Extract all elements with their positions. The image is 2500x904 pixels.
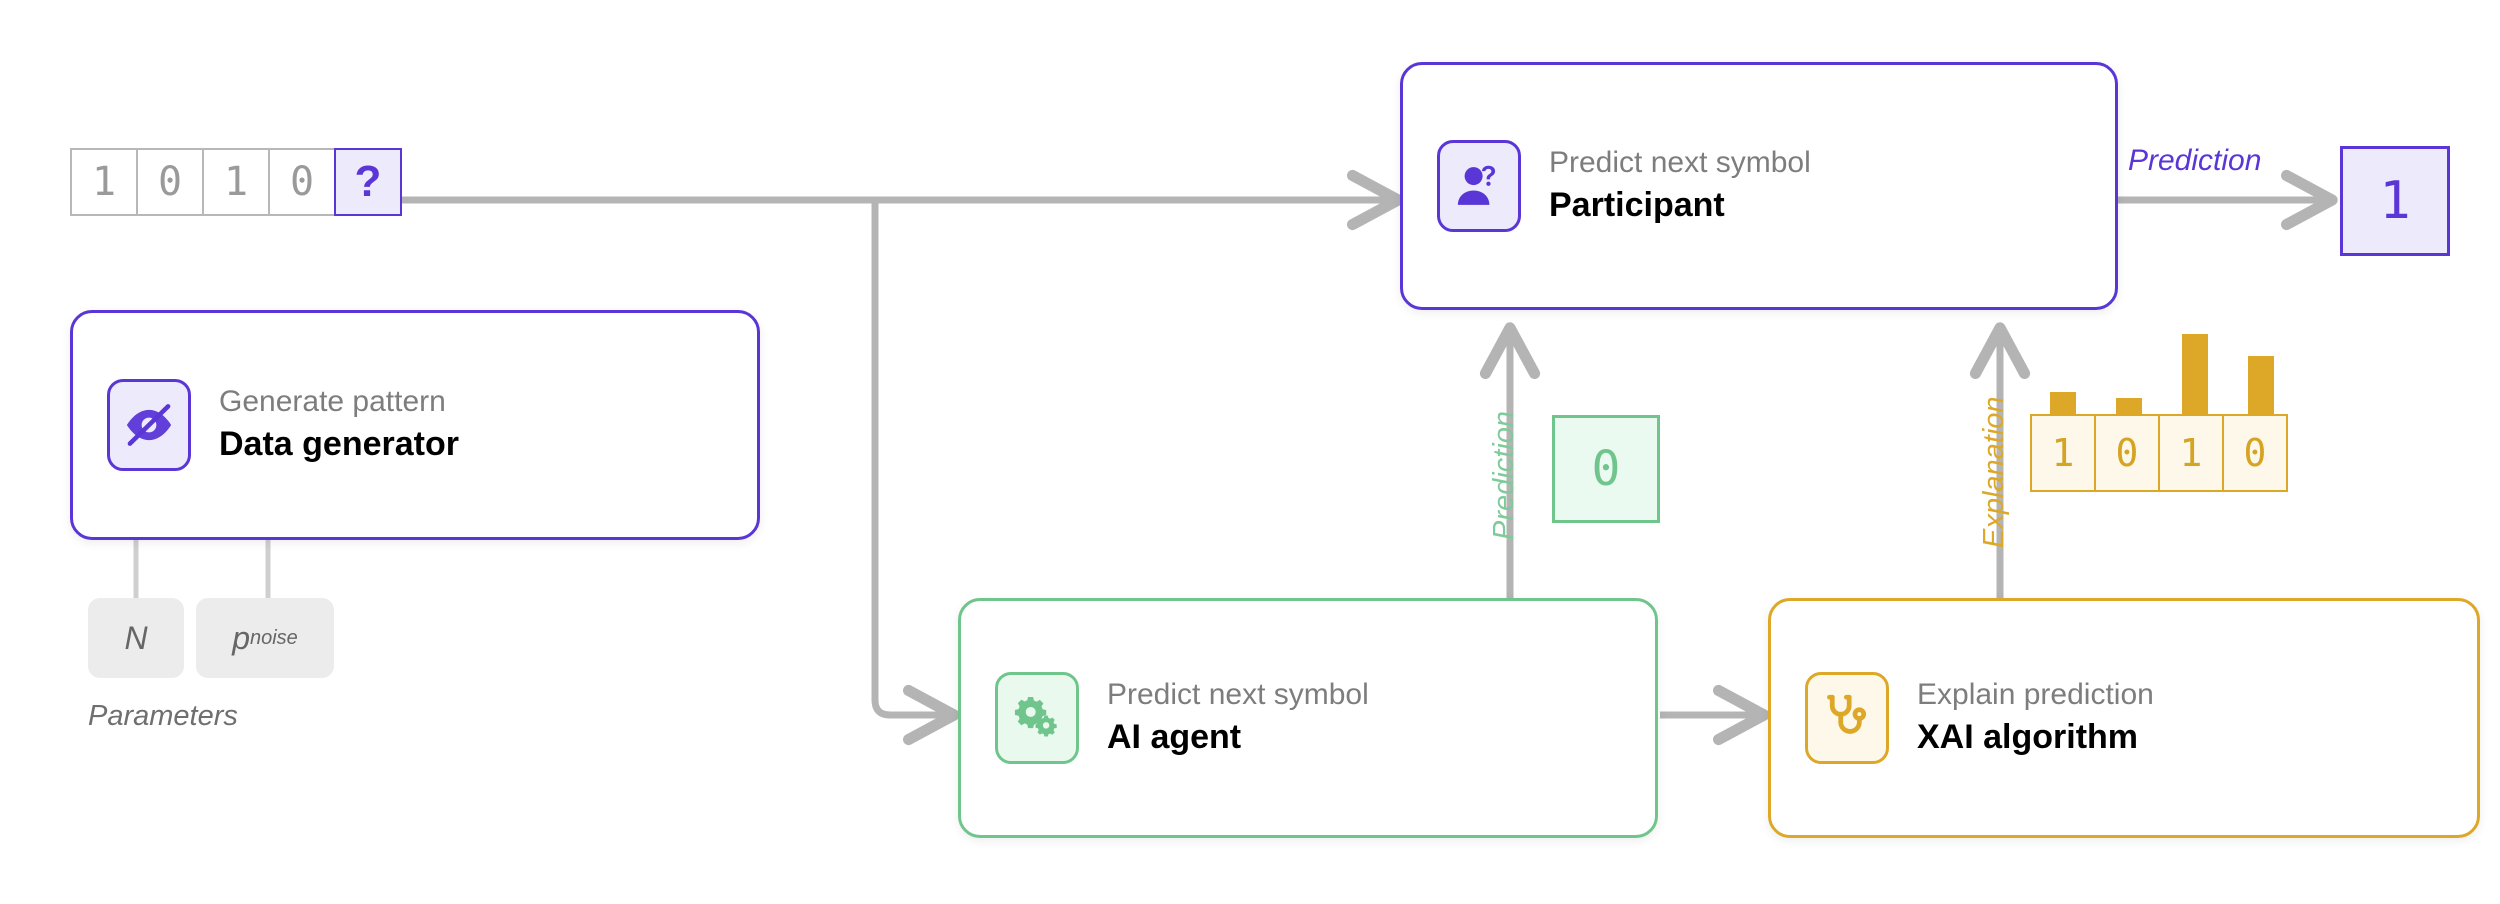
edge-label-prediction-participant: Prediction <box>2128 144 2262 177</box>
sequence-cell: 0 <box>268 148 336 216</box>
participant-prediction-value: 1 <box>2340 146 2450 256</box>
card-title: XAI algorithm <box>1917 718 2139 757</box>
card-participant-text: Predict next symbol Participant <box>1549 145 1811 227</box>
card-data-generator[interactable]: Generate pattern Data generator <box>70 310 760 540</box>
edge-label-prediction-ai: Prediction <box>1488 411 1520 540</box>
sequence-cell-unknown: ? <box>334 148 402 216</box>
eye-off-icon <box>107 379 191 471</box>
importance-bar <box>2182 334 2208 414</box>
card-subtitle: Explain prediction <box>1917 678 2154 712</box>
card-subtitle: Predict next symbol <box>1549 146 1811 180</box>
sequence-cell: 1 <box>70 148 138 216</box>
parameters-label: Parameters <box>88 700 238 732</box>
card-subtitle: Generate pattern <box>219 385 446 419</box>
importance-bar <box>2050 392 2076 414</box>
importance-bar <box>2116 398 2142 414</box>
parameter-n[interactable]: N <box>88 598 184 678</box>
explanation-cell: 1 <box>2030 414 2096 492</box>
explanation-chart: 1 0 1 0 <box>2030 328 2288 492</box>
card-data-generator-text: Generate pattern Data generator <box>219 384 459 466</box>
importance-bars <box>2030 328 2288 414</box>
card-subtitle: Predict next symbol <box>1107 678 1369 712</box>
parameter-p-symbol: p <box>232 619 250 656</box>
explanation-tokens: 1 0 1 0 <box>2030 414 2288 492</box>
importance-bar <box>2248 356 2274 414</box>
sequence-cell: 1 <box>202 148 270 216</box>
explanation-cell: 1 <box>2158 414 2224 492</box>
card-ai-agent[interactable]: Predict next symbol AI agent <box>958 598 1658 838</box>
card-ai-agent-text: Predict next symbol AI agent <box>1107 677 1369 759</box>
sequence-cell: 0 <box>136 148 204 216</box>
explanation-cell: 0 <box>2094 414 2160 492</box>
explanation-cell: 0 <box>2222 414 2288 492</box>
card-xai-algorithm[interactable]: Explain prediction XAI algorithm <box>1768 598 2480 838</box>
card-xai-text: Explain prediction XAI algorithm <box>1917 677 2154 759</box>
card-title: AI agent <box>1107 718 1242 757</box>
card-title: Participant <box>1549 186 1725 225</box>
wire-seq-to-ai-agent <box>871 200 960 746</box>
person-question-icon <box>1437 140 1521 232</box>
gears-icon <box>995 672 1079 764</box>
input-sequence: 1 0 1 0 ? <box>70 148 402 216</box>
stethoscope-icon <box>1805 672 1889 764</box>
card-title: Data generator <box>219 425 459 464</box>
parameter-n-symbol: N <box>124 619 148 656</box>
parameter-p-subscript: noise <box>249 626 298 649</box>
ai-prediction-value: 0 <box>1552 415 1660 523</box>
edge-label-explanation: Explanation <box>1978 396 2010 548</box>
card-participant[interactable]: Predict next symbol Participant <box>1400 62 2118 310</box>
